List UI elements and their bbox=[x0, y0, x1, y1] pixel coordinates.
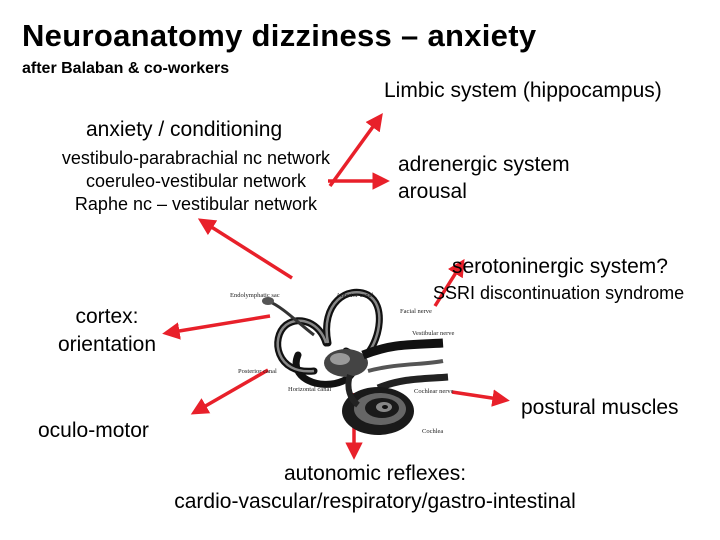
anxiety-heading: anxiety / conditioning bbox=[86, 118, 283, 141]
cochlear-nerve-shape bbox=[376, 373, 449, 392]
label-posterior-canal: Posterior canal bbox=[238, 368, 277, 375]
arrow-to-serotonin bbox=[433, 258, 465, 307]
label-facial-nerve: Facial nerve bbox=[400, 308, 432, 315]
arrow-to-oculo-motor bbox=[190, 368, 269, 415]
cochlea-shape bbox=[342, 387, 414, 435]
oculo-motor-label: oculo-motor bbox=[38, 419, 149, 442]
autonomic-detail-label: cardio-vascular/respiratory/gastro-intes… bbox=[174, 490, 576, 513]
label-vestibular-nerve: Vestibular nerve bbox=[412, 330, 455, 337]
arrow-to-postural bbox=[451, 389, 510, 407]
cortex-label: cortex: bbox=[75, 305, 139, 328]
inner-ear-illustration: Endolymphatic sac Anterior canal Horizon… bbox=[230, 288, 455, 435]
label-anterior-canal: Anterior canal bbox=[336, 292, 374, 299]
arousal-label: arousal bbox=[398, 180, 467, 203]
network-label-2: coeruleo-vestibular network bbox=[85, 171, 307, 191]
autonomic-label: autonomic reflexes: bbox=[283, 462, 467, 485]
page-title: Neuroanatomy dizziness – anxiety bbox=[22, 18, 537, 53]
label-cochlea: Cochlea bbox=[422, 428, 443, 435]
label-endolymphatic: Endolymphatic sac bbox=[230, 292, 280, 299]
arrow-to-cortex bbox=[162, 314, 271, 340]
page-subtitle: after Balaban & co-workers bbox=[22, 60, 230, 77]
anterior-canal-shape bbox=[323, 288, 383, 357]
label-cochlear-nerve: Cochlear nerve bbox=[414, 388, 454, 395]
limbic-label: Limbic system (hippocampus) bbox=[384, 79, 662, 102]
arrow-to-limbic bbox=[328, 113, 383, 188]
network-label-3: Raphe nc – vestibular network bbox=[74, 194, 318, 214]
network-label-1: vestibulo-parabrachial nc network bbox=[61, 148, 331, 168]
arrow-to-networks bbox=[197, 218, 293, 280]
ssri-label: SSRI discontinuation syndrome bbox=[433, 283, 685, 303]
postural-label: postural muscles bbox=[521, 396, 679, 419]
vestibular-nerve-shape bbox=[361, 338, 444, 360]
adrenergic-label: adrenergic system bbox=[398, 153, 570, 176]
orientation-label: orientation bbox=[57, 333, 157, 356]
label-horizontal-canal: Horizontal canal bbox=[288, 386, 331, 393]
serotonin-label: serotoninergic system? bbox=[452, 255, 668, 278]
